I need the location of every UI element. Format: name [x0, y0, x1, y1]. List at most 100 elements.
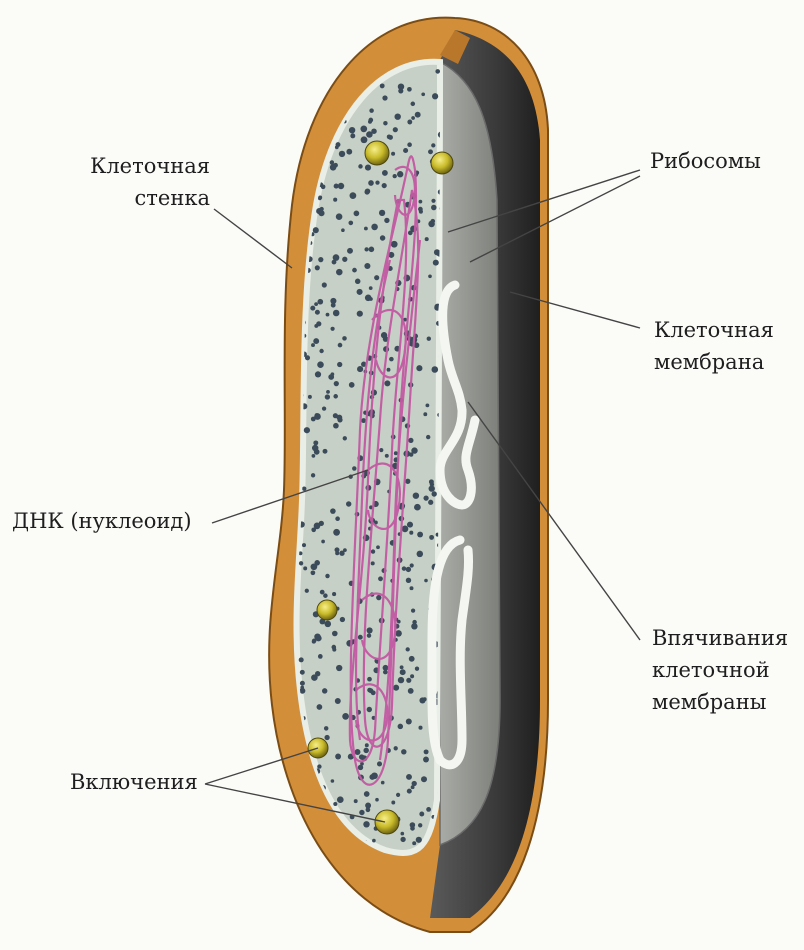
ribosome-dot — [316, 321, 321, 326]
ribosome-dot — [428, 500, 433, 505]
ribosome-dot — [303, 118, 310, 125]
ribosome-dot — [333, 198, 337, 202]
label-invaginations-line3: мембраны — [652, 686, 788, 718]
ribosome-dot — [411, 623, 417, 629]
ribosome-dot — [355, 279, 361, 285]
ribosome-dot — [406, 678, 411, 683]
ribosome-dot — [321, 69, 327, 75]
inclusion-1 — [365, 141, 389, 165]
ribosome-dot — [352, 466, 356, 470]
ribosome-dot — [431, 205, 437, 211]
ribosome-dot — [331, 779, 335, 783]
ribosome-dot — [315, 671, 320, 676]
ribosome-dot — [337, 415, 343, 421]
ribosome-dot — [318, 210, 324, 216]
ribosome-dot — [401, 749, 406, 754]
ribosome-dot — [338, 343, 343, 348]
ribosome-dot — [416, 365, 422, 371]
ribosome-dot — [432, 491, 437, 496]
ribosome-dot — [411, 116, 415, 120]
ribosome-dot — [360, 762, 364, 766]
ribosome-dot — [369, 247, 375, 253]
ribosome-dot — [391, 152, 395, 156]
ribosome-dot — [333, 310, 340, 317]
ribosome-dot — [349, 382, 355, 388]
ribosome-dot — [336, 269, 343, 276]
ribosome-dot — [315, 265, 320, 270]
ribosome-dot — [318, 654, 323, 659]
ribosome-dot — [313, 338, 319, 344]
ribosome-dot — [415, 667, 419, 671]
ribosome-dot — [417, 532, 423, 538]
ribosome-dot — [391, 241, 398, 248]
ribosome-dot — [342, 257, 347, 262]
ribosome-dot — [305, 589, 309, 593]
ribosome-dot — [311, 417, 316, 422]
ribosome-dot — [426, 435, 430, 439]
ribosome-dot — [431, 219, 436, 224]
ribosome-dot — [364, 247, 368, 251]
ribosome-dot — [402, 566, 406, 570]
ribosome-dot — [326, 390, 330, 394]
ribosome-dot — [358, 635, 363, 640]
ribosome-dot — [332, 631, 338, 637]
ribosome-dot — [415, 112, 421, 118]
leader-cell-wall — [214, 209, 292, 268]
ribosome-dot — [432, 366, 439, 373]
ribosome-dot — [335, 516, 340, 521]
ribosome-dot — [433, 260, 439, 266]
ribosome-dot — [398, 88, 403, 93]
ribosome-dot — [364, 227, 368, 231]
ribosome-dot — [302, 543, 306, 547]
ribosome-dot — [336, 665, 342, 671]
ribosome-dot — [359, 754, 365, 760]
label-ribosomes-text: Рибосомы — [650, 145, 761, 177]
label-cell-wall: Клеточная стенка — [70, 150, 210, 214]
ribosome-dot — [342, 713, 349, 720]
ribosome-dot — [413, 492, 419, 498]
ribosome-dot — [317, 764, 321, 768]
ribosome-dot — [311, 570, 316, 575]
ribosome-dot — [315, 413, 319, 417]
ribosome-dot — [346, 149, 352, 155]
ribosome-dot — [322, 282, 327, 287]
ribosome-dot — [337, 362, 342, 367]
ribosome-dot — [300, 681, 305, 686]
ribosome-dot — [384, 218, 389, 223]
ribosome-dot — [400, 669, 406, 675]
ribosome-dot — [431, 143, 435, 147]
ribosome-dot — [369, 286, 373, 290]
ribosome-dot — [333, 802, 337, 806]
ribosome-dot — [375, 180, 379, 184]
ribosome-dot — [310, 306, 315, 311]
label-cell-membrane-line2: мембрана — [654, 346, 774, 378]
ribosome-dot — [400, 832, 404, 836]
ribosome-dot — [312, 454, 316, 458]
ribosome-dot — [338, 183, 344, 189]
ribosome-dot — [416, 837, 422, 843]
ribosome-dot — [335, 551, 339, 555]
ribosome-dot — [313, 227, 319, 233]
ribosome-dot — [364, 263, 370, 269]
ribosome-dot — [324, 726, 329, 731]
ribosome-dot — [320, 590, 325, 595]
ribosome-dot — [394, 746, 398, 750]
ribosome-dot — [387, 368, 391, 372]
ribosome-dot — [317, 299, 323, 305]
ribosome-dot — [358, 164, 362, 168]
ribosome-dot — [314, 560, 320, 566]
label-ribosomes: Рибосомы — [650, 145, 761, 177]
ribosome-dot — [330, 164, 337, 171]
ribosome-dot — [384, 380, 390, 386]
ribosome-dot — [361, 136, 368, 143]
ribosome-dot — [299, 657, 304, 662]
ribosome-dot — [402, 526, 409, 533]
ribosome-dot — [348, 221, 353, 226]
ribosome-dot — [423, 412, 427, 416]
ribosome-dot — [406, 647, 410, 651]
ribosome-dot — [319, 349, 323, 353]
ribosome-dot — [335, 754, 341, 760]
ribosome-dot — [302, 486, 307, 491]
ribosome-dot — [331, 303, 336, 308]
